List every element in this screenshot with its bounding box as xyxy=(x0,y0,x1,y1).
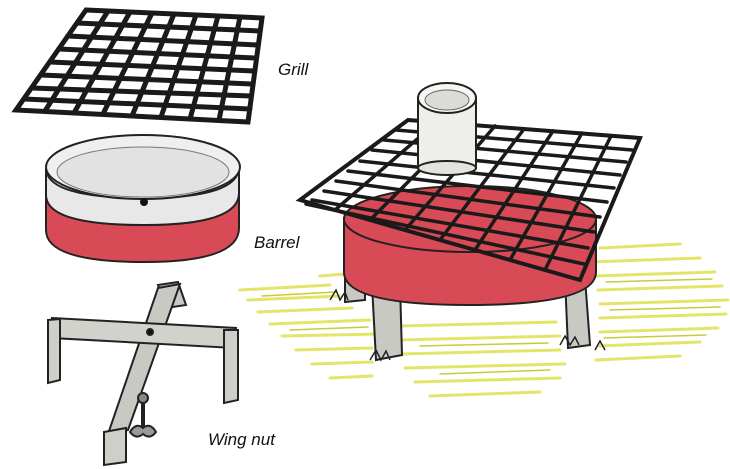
barrel-icon xyxy=(46,135,240,262)
wing-nut-label: Wing nut xyxy=(208,430,275,450)
assembled-stove-icon xyxy=(240,83,728,396)
barrel-label: Barrel xyxy=(254,233,299,253)
grill-label: Grill xyxy=(278,60,308,80)
grill-icon xyxy=(16,10,262,122)
pot-icon xyxy=(418,83,476,175)
